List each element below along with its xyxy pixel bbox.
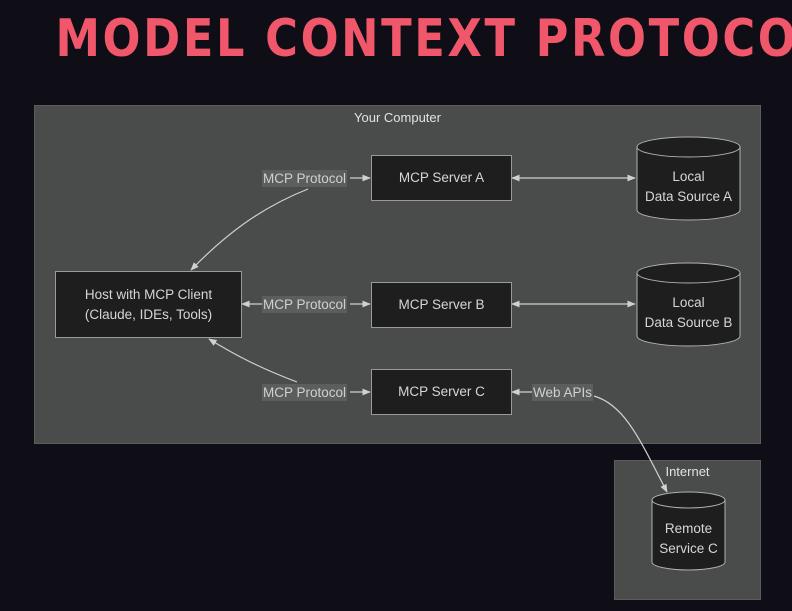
node-data-source-b-line1: Local bbox=[672, 295, 705, 310]
node-remote-service-c-line2: Service C bbox=[659, 541, 718, 556]
edge-label-mcp-protocol-c: MCP Protocol bbox=[262, 384, 348, 401]
node-server-c-label: MCP Server C bbox=[398, 384, 485, 399]
group-label-internet: Internet bbox=[665, 464, 710, 479]
node-host[interactable]: Host with MCP Client (Claude, IDEs, Tool… bbox=[55, 271, 242, 338]
node-server-a-label: MCP Server A bbox=[398, 170, 485, 185]
database-icon bbox=[636, 262, 741, 347]
node-data-source-a[interactable]: Local Data Source A bbox=[636, 136, 741, 222]
node-host-line1: Host with MCP Client bbox=[84, 286, 213, 302]
node-remote-service-c[interactable]: Remote Service C bbox=[651, 490, 726, 572]
node-host-line2: (Claude, IDEs, Tools) bbox=[84, 306, 213, 322]
database-icon bbox=[636, 136, 741, 221]
edge-label-mcp-protocol-b: MCP Protocol bbox=[262, 296, 348, 313]
node-server-b-label: MCP Server B bbox=[398, 297, 485, 312]
node-data-source-b-line2: Data Source B bbox=[644, 315, 733, 330]
node-data-source-a-line2: Data Source A bbox=[644, 189, 733, 204]
node-server-c[interactable]: MCP Server C bbox=[371, 369, 512, 415]
diagram-title: MODEL CONTEXT PROTOCOL bbox=[55, 9, 792, 69]
edge-label-mcp-protocol-a: MCP Protocol bbox=[262, 170, 348, 187]
node-data-source-a-line1: Local bbox=[672, 169, 705, 184]
node-server-a[interactable]: MCP Server A bbox=[371, 155, 512, 201]
node-remote-service-c-line1: Remote bbox=[664, 521, 713, 536]
database-icon bbox=[651, 491, 726, 571]
edge-label-web-apis: Web APIs bbox=[532, 384, 594, 401]
group-label-your-computer: Your Computer bbox=[354, 110, 441, 125]
node-server-b[interactable]: MCP Server B bbox=[371, 282, 512, 328]
node-data-source-b[interactable]: Local Data Source B bbox=[636, 262, 741, 348]
